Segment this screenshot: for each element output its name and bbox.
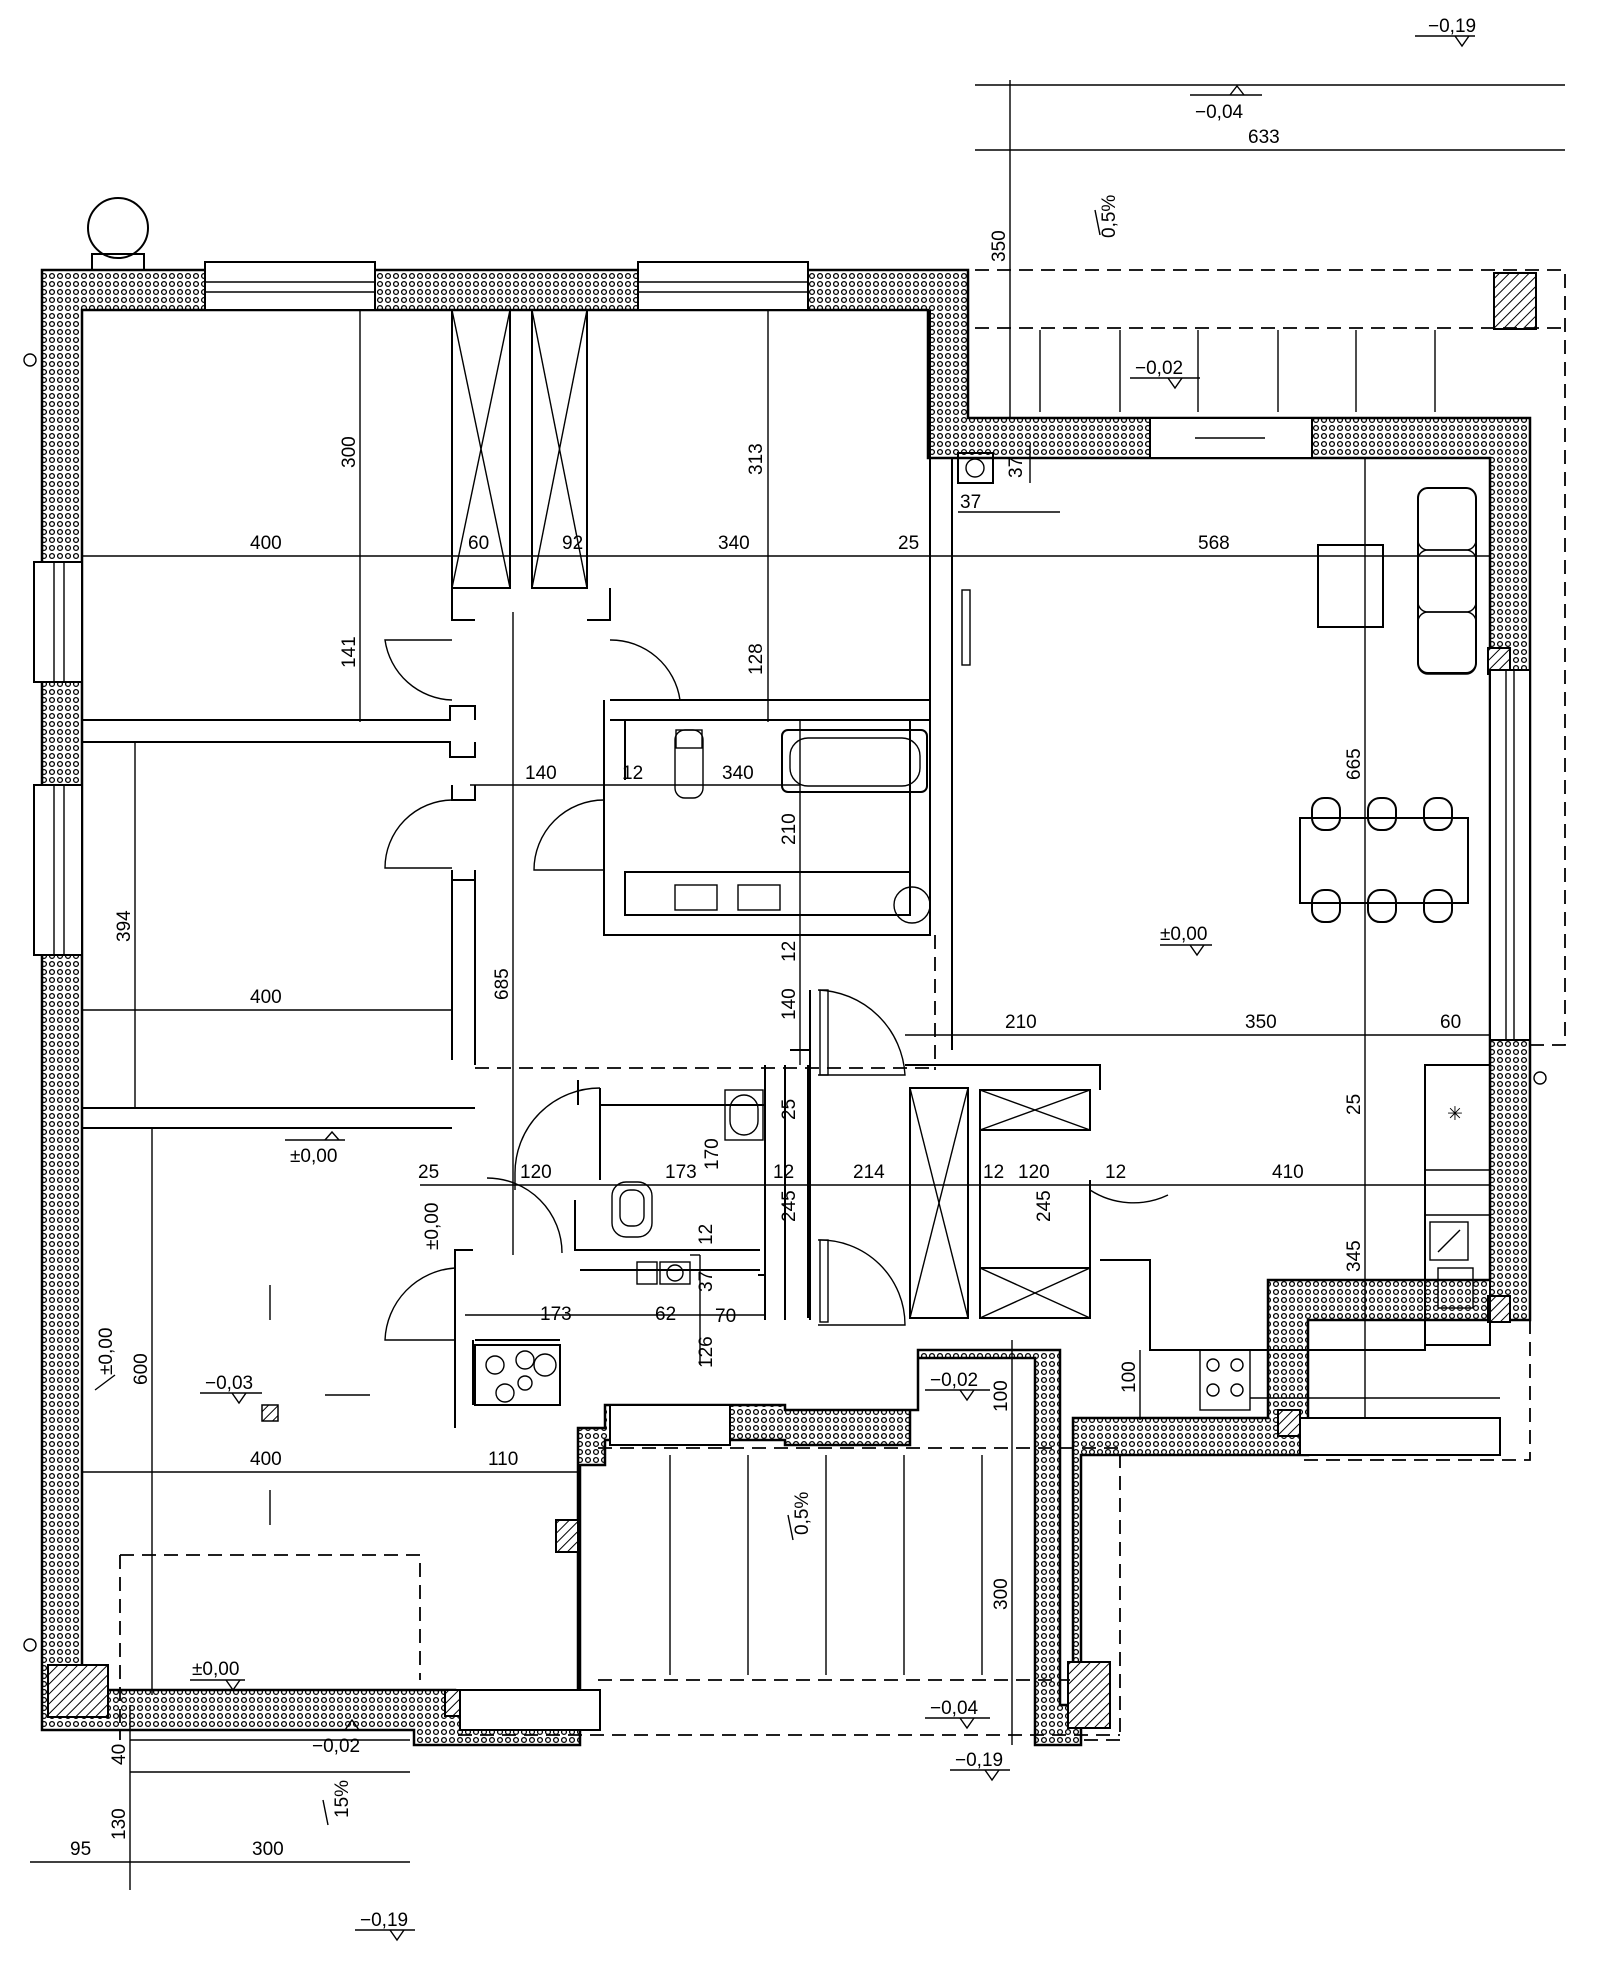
dim-40: 40 [109,1744,130,1765]
dim-25-h: 25 [418,1162,439,1183]
level-terrace-top: −0,04 [1195,102,1244,123]
level-porch-bottom: −0,04 [930,1698,979,1719]
level-bedroom-low: ±0,00 [290,1146,337,1167]
dim-37-v: 37 [1006,457,1027,478]
level-bottom: −0,19 [360,1910,408,1931]
dim-300-b: 300 [991,1578,1012,1610]
dim-12-v: 12 [779,941,800,962]
dim-210-b: 210 [1005,1012,1037,1033]
dim-120: 120 [520,1162,552,1183]
dim-400: 400 [250,533,282,554]
symbols [23,353,1547,1652]
dim-62: 62 [655,1304,676,1325]
level-top-right: −0,19 [1428,16,1476,37]
slope-porch: 0,5% [792,1492,813,1535]
level-left-room: ±0,00 [96,1328,117,1375]
dim-600: 600 [131,1353,152,1385]
dim-128: 128 [746,643,767,675]
dim-214: 214 [853,1162,885,1183]
slope-ramp: 15% [332,1780,353,1818]
level-entrance-step: −0,02 [312,1736,360,1757]
windows [33,261,1531,1731]
dim-173: 173 [665,1162,697,1183]
dim-340: 340 [718,533,750,554]
dimension-labels: 633 350 300 313 400 60 92 340 25 568 37 … [70,127,1461,1860]
dim-120-b: 120 [1018,1162,1050,1183]
dimension-lines [30,80,1565,1890]
level-entrance: ±0,00 [192,1659,239,1680]
dim-665: 665 [1344,748,1365,780]
dim-400-b: 400 [250,987,282,1008]
axis-marker-icon [23,353,37,367]
dim-126: 126 [696,1336,717,1368]
dim-140-v: 140 [779,988,800,1020]
level-porch-outer: −0,19 [955,1750,1003,1771]
living-furniture [674,452,1477,924]
dim-340-b: 340 [722,763,754,784]
dim-410: 410 [1272,1162,1304,1183]
level-porch-top: −0,02 [930,1370,978,1391]
dim-140: 140 [525,763,557,784]
dim-70: 70 [715,1306,736,1327]
slope-marks: 0,5% 0,5% 15% [322,195,1120,1826]
dim-37-v2: 37 [696,1271,717,1292]
dim-12: 12 [622,763,643,784]
dim-141: 141 [339,636,360,668]
dim-25: 25 [898,533,919,554]
dim-100-b: 100 [991,1380,1012,1412]
dim-350: 350 [989,230,1010,262]
interior-walls: ✳ [82,309,1491,1428]
dim-12-h: 12 [773,1162,794,1183]
svg-text:✳: ✳ [1447,1104,1463,1125]
dim-245: 245 [779,1190,800,1222]
dim-173-b: 173 [540,1304,572,1325]
dim-12-v3: 12 [696,1224,717,1245]
exterior-walls [40,197,1537,1747]
doors [384,589,1169,1341]
dim-110: 110 [488,1449,518,1470]
dim-60: 60 [468,533,489,554]
level-left-room-spot: −0,03 [205,1373,253,1394]
dim-100: 100 [1119,1361,1140,1393]
level-hall: ±0,00 [422,1203,443,1250]
dim-245-b: 245 [1034,1190,1055,1222]
dim-350-b: 350 [1245,1012,1277,1033]
axis-marker-icon [1533,1071,1547,1085]
dim-25-v: 25 [779,1099,800,1120]
dim-300: 300 [339,436,360,468]
dim-345: 345 [1344,1240,1365,1272]
dim-568: 568 [1198,533,1230,554]
dim-92: 92 [562,533,583,554]
floor-drain-icon [261,1404,279,1422]
dim-210: 210 [779,813,800,845]
roof-overhang [119,269,1566,1741]
slope-terrace: 0,5% [1099,195,1120,238]
dim-37-h: 37 [960,492,981,513]
dim-170: 170 [702,1138,723,1170]
dim-394: 394 [114,910,135,942]
level-marks: −0,19 −0,04 −0,02 ±0,00 ±0,00 ±0,00 ±0,0… [96,16,1476,1942]
dim-12-h3: 12 [1105,1162,1126,1183]
dim-685: 685 [492,968,513,1000]
dim-400-c: 400 [250,1449,282,1470]
dim-313: 313 [746,443,767,475]
dim-60-b: 60 [1440,1012,1461,1033]
dim-12-h2: 12 [983,1162,1004,1183]
dim-300-c: 300 [252,1839,284,1860]
level-terrace-mid: −0,02 [1135,358,1183,379]
dim-633: 633 [1248,127,1280,148]
level-living: ±0,00 [1160,924,1207,945]
axis-marker-icon [23,1638,37,1652]
dim-25-v2: 25 [1344,1094,1365,1115]
dim-95: 95 [70,1839,91,1860]
dim-130: 130 [109,1808,130,1840]
